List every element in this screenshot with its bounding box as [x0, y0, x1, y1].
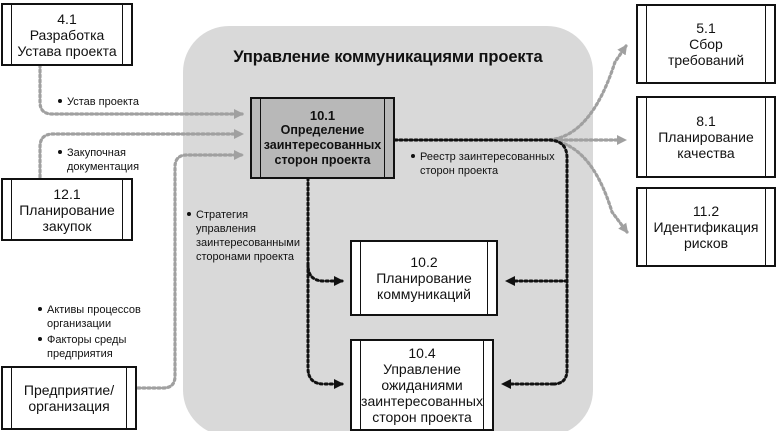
external-box-enterprise: Предприятие/ организация: [1, 366, 137, 430]
box-number: 5.1: [696, 20, 716, 36]
external-box-12-1: 12.1 Планирование закупок: [1, 178, 133, 241]
external-box-5-1: 5.1 Сбор требований: [636, 4, 776, 84]
flow-label-text: предприятия: [47, 348, 113, 360]
external-box-4-1: 4.1 Разработка Устава проекта: [1, 3, 133, 66]
box-text-line: Планирование: [19, 201, 115, 218]
process-box-10-1: 10.1 Определение заинтересованных сторон…: [250, 97, 395, 179]
10-1-to-10-4-arrow: [306, 263, 344, 389]
bullet-dot: [411, 154, 415, 159]
box-text-line: Устава проекта: [17, 42, 117, 59]
box-text-line: Сбор: [689, 36, 723, 52]
box-text-line: Управление: [383, 361, 461, 377]
process-box-10-4: 10.4 Управление ожиданиями заинтересован…: [350, 339, 494, 431]
box-number: 8.1: [696, 113, 716, 129]
flow-label-strategy: Стратегия управления заинтересованными с…: [187, 208, 300, 264]
box-number: 10.4: [408, 345, 436, 361]
box-text-line: Предприятие/: [23, 382, 115, 398]
flow-label-text: организации: [47, 318, 112, 330]
box-text-line: закупок: [42, 217, 92, 234]
flow-label-assets: Активы процессов организации: [38, 303, 141, 331]
box-text-line: заинтересованных: [361, 393, 483, 409]
bullet-dot: [58, 99, 62, 104]
flow-label-text: Активы процессов: [47, 304, 141, 316]
flow-label-text: заинтересованными: [196, 237, 300, 249]
process-box-10-2: 10.2 Планирование коммуникаций: [350, 240, 498, 316]
box-text-line: Определение: [280, 123, 365, 137]
flow-label-text: сторон проекта: [420, 165, 499, 177]
flow-label-text: Реестр заинтересованных: [420, 151, 555, 163]
box-number: 11.2: [692, 203, 720, 219]
box-text-line: Планирование: [376, 270, 472, 286]
box-text-line: организация: [28, 398, 110, 414]
box-text-line: качества: [677, 145, 735, 161]
charter-to-10-1-arrow: [38, 63, 244, 119]
flow-label-factors: Факторы среды предприятия: [38, 333, 126, 361]
box-text-line: Разработка: [29, 26, 105, 43]
flow-label-register: Реестр заинтересованных сторон проекта: [411, 150, 555, 178]
bullet-dot: [187, 212, 191, 217]
register-trunk-line: [393, 138, 569, 386]
10-1-to-5-1-arrow: [393, 44, 628, 142]
flow-label-text: Факторы среды: [47, 334, 127, 346]
flow-label-charter: Устав проекта: [58, 95, 139, 109]
box-text-line: сторон проекта: [274, 153, 371, 167]
flow-label-text: управления: [196, 223, 256, 235]
flow-label-text: Закупочная: [67, 147, 126, 159]
box-text-line: коммуникаций: [377, 286, 471, 302]
box-text-line: ожиданиями: [381, 377, 463, 393]
box-text-line: Планирование: [658, 129, 754, 145]
flow-label-text: документация: [67, 161, 140, 173]
procurement-to-10-1-arrow: [38, 129, 244, 179]
external-box-11-2: 11.2 Идентификация рисков: [636, 187, 776, 267]
bullet-dot: [38, 307, 42, 312]
box-number: 12.1: [53, 185, 81, 202]
box-text-line: рисков: [683, 235, 729, 251]
box-text-line: Идентификация: [653, 219, 759, 235]
box-text-line: требований: [667, 52, 745, 68]
box-text-line: заинтересованных: [263, 138, 382, 152]
10-1-to-11-2-arrow: [543, 138, 629, 234]
flow-label-text: Устав проекта: [67, 96, 139, 108]
flow-label-procurement: Закупочная документация: [58, 146, 139, 174]
external-box-8-1: 8.1 Планирование качества: [636, 96, 776, 178]
bullet-dot: [58, 150, 62, 155]
flow-label-text: Стратегия: [196, 209, 249, 221]
flow-label-text: сторонами проекта: [196, 251, 295, 263]
box-number: 10.2: [410, 254, 438, 270]
10-1-to-10-2-arrow: [306, 176, 344, 286]
diagram-title: Управление коммуникациями проекта: [233, 48, 543, 66]
box-number: 4.1: [57, 10, 77, 27]
box-number: 10.1: [309, 108, 336, 123]
box-text-line: сторон проекта: [372, 409, 472, 425]
bullet-dot: [38, 337, 42, 342]
enterprise-to-10-1-arrow: [136, 150, 244, 390]
